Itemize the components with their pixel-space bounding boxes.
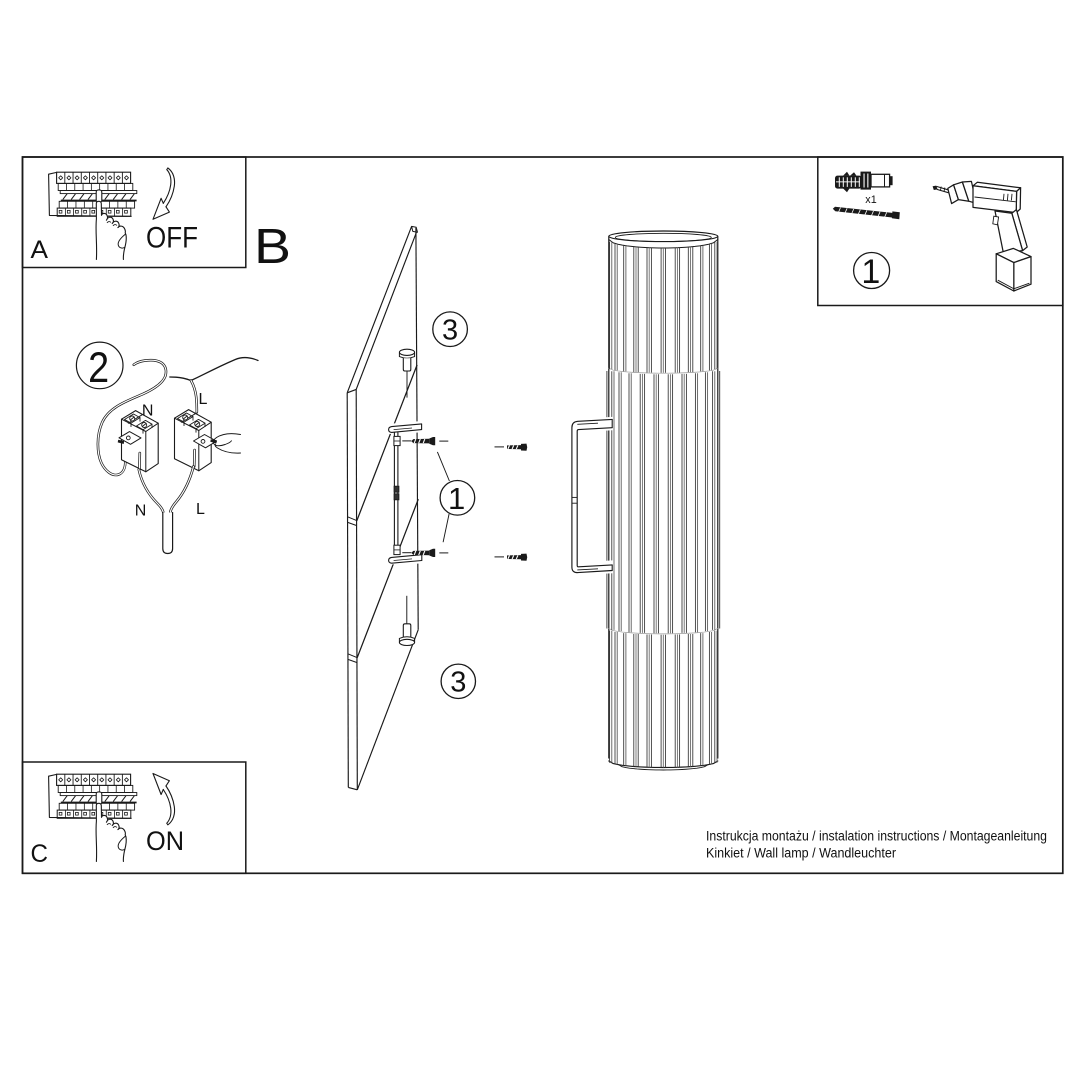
svg-text:Kinkiet / Wall lamp / Wandleuc: Kinkiet / Wall lamp / Wandleuchter [706, 846, 897, 861]
svg-text:3: 3 [442, 314, 458, 346]
svg-text:C: C [31, 840, 49, 868]
svg-text:2: 2 [88, 344, 109, 392]
svg-text:N: N [142, 402, 154, 419]
svg-text:Instrukcja montażu / instalati: Instrukcja montażu / instalation instruc… [706, 829, 1047, 844]
svg-text:OFF: OFF [146, 222, 198, 255]
svg-text:ON: ON [146, 826, 184, 856]
svg-text:A: A [31, 236, 49, 264]
svg-text:B: B [254, 219, 291, 274]
svg-text:1: 1 [448, 481, 465, 516]
svg-text:1: 1 [861, 253, 880, 291]
svg-text:3: 3 [450, 667, 466, 699]
svg-text:L: L [196, 501, 205, 518]
svg-text:L: L [199, 391, 208, 408]
svg-text:x1: x1 [865, 194, 876, 206]
svg-text:N: N [135, 503, 147, 520]
